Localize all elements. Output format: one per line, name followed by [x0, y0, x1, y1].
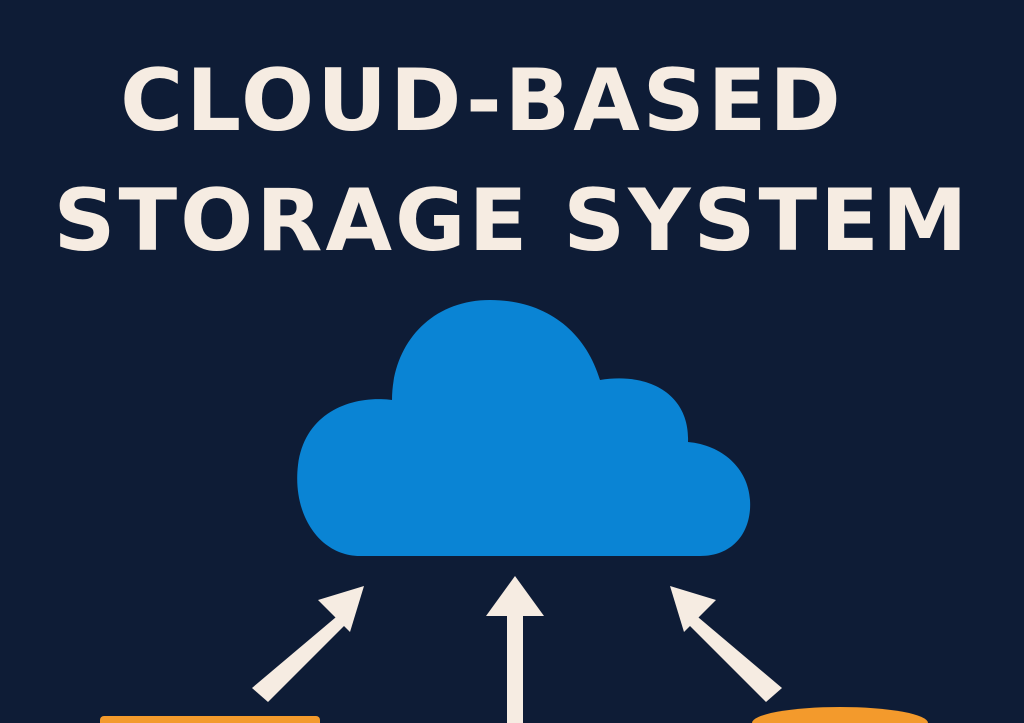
database-icon: [752, 707, 928, 723]
storage-device-icon: [100, 716, 320, 723]
arrow-center-icon: [486, 576, 544, 723]
arrow-right-icon: [670, 586, 782, 702]
arrow-left-icon: [252, 586, 364, 702]
cloud-icon: [297, 300, 751, 556]
title-line-1: CLOUD-BASED: [120, 51, 844, 151]
title-line-2: STORAGE SYSTEM: [53, 171, 971, 271]
